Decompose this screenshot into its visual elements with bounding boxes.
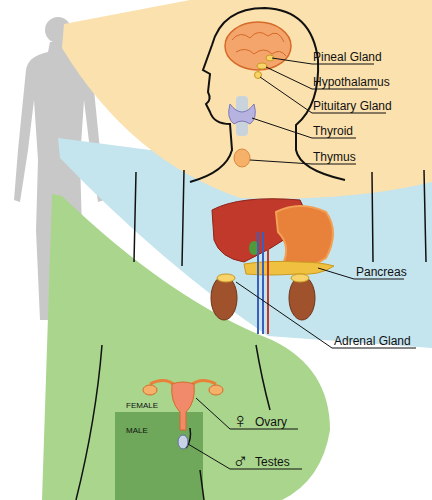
hypothalamus xyxy=(257,63,267,69)
head-wedge xyxy=(62,0,432,199)
sex-label: MALE xyxy=(126,427,148,435)
gland-label: Pancreas xyxy=(356,266,407,278)
gland-label: Thymus xyxy=(313,151,356,163)
uterus xyxy=(172,382,195,430)
gland-label: Thyroid xyxy=(313,125,353,137)
adrenal-gland xyxy=(291,274,309,282)
brain xyxy=(225,22,291,70)
leader-line xyxy=(236,282,416,348)
gland-label: Pituitary Gland xyxy=(313,100,392,112)
thyroid xyxy=(229,104,256,124)
leader-line xyxy=(252,118,356,138)
kidney xyxy=(289,276,315,320)
gland-label: Ovary xyxy=(255,416,287,428)
ovary xyxy=(143,385,157,395)
male-zone xyxy=(115,412,203,500)
kidney xyxy=(211,276,237,320)
sex-symbol: ♂ xyxy=(232,450,249,472)
pelvis-outline xyxy=(76,345,270,500)
adrenal-gland xyxy=(217,274,235,282)
aorta xyxy=(267,240,269,334)
brain-folds xyxy=(232,32,286,56)
ovary xyxy=(209,385,223,395)
thymus xyxy=(234,149,250,167)
gland-label: Pineal Gland xyxy=(313,51,382,63)
vena-cava xyxy=(258,232,263,334)
stomach xyxy=(276,206,333,268)
sex-symbol: ♀ xyxy=(232,410,249,432)
gland-label: Adrenal Gland xyxy=(334,335,411,347)
sex-label: FEMALE xyxy=(126,402,158,410)
gland-label: Hypothalamus xyxy=(313,76,390,88)
testis xyxy=(178,435,188,449)
leader-lines xyxy=(188,58,416,469)
gland-label: Testes xyxy=(255,456,290,468)
